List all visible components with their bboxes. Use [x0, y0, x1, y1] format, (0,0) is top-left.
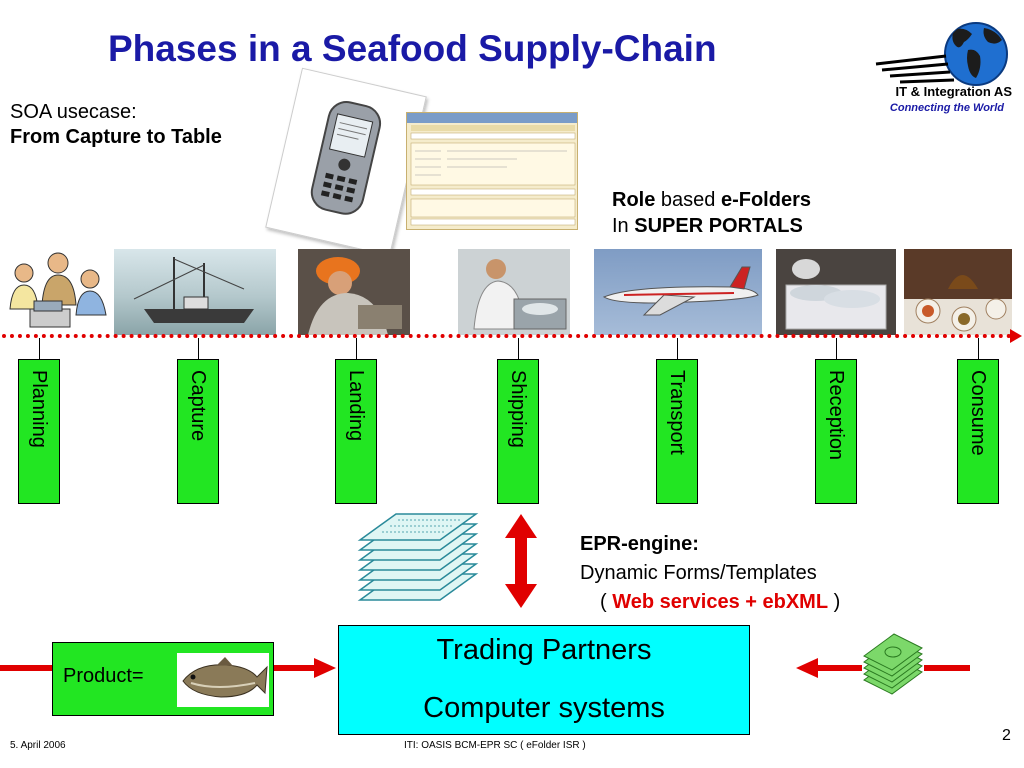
fish-crate-icon: [785, 259, 887, 330]
phase-planning: Planning: [18, 359, 60, 504]
epr-heading: EPR-engine:: [580, 533, 699, 555]
consume-photo: [904, 249, 1012, 335]
phase-connector: [677, 338, 678, 360]
phase-connector: [39, 338, 40, 360]
efolder-form-screenshot: [406, 112, 578, 230]
efolders-word: e-Folders: [720, 189, 811, 211]
company-name: IT & Integration AS: [895, 84, 1012, 99]
paren-open: (: [600, 591, 613, 613]
soa-usecase-title: From Capture to Table: [10, 126, 222, 148]
phase-label: Reception: [825, 370, 847, 461]
phase-capture: Capture: [177, 359, 219, 504]
worker-icon: [308, 257, 402, 335]
landing-photo: [298, 249, 410, 335]
phase-label: Landing: [345, 370, 367, 442]
phase-connector: [836, 338, 837, 360]
capture-photo: [114, 249, 276, 335]
fish-image: [177, 653, 269, 707]
footer-date: 5. April 2006: [10, 740, 66, 751]
supply-chain-timeline: [2, 334, 1012, 338]
dinner-table-icon: [904, 275, 1012, 335]
super-portals-word: SUPER PORTALS: [634, 215, 803, 237]
cod-fish-icon: [182, 657, 268, 698]
phase-label: Capture: [187, 370, 209, 442]
phase-connector: [198, 338, 199, 360]
product-arrow-icon: [274, 658, 336, 678]
planning-photo: [2, 249, 112, 335]
document-stack-icon: [352, 512, 482, 616]
soa-usecase-text: SOA usecase: From Capture to Table: [10, 100, 222, 150]
phase-connector: [978, 338, 979, 360]
phase-label: Consume: [967, 370, 989, 456]
product-box: Product=: [52, 642, 274, 716]
product-label: Product=: [63, 665, 144, 687]
phase-connector: [518, 338, 519, 360]
role-word: Role: [612, 189, 656, 211]
phase-label: Transport: [666, 370, 688, 455]
based-word: based: [655, 189, 721, 211]
timeline-arrowhead-icon: [1010, 329, 1022, 343]
trading-partners-box: Trading Partners Computer systems: [338, 625, 750, 735]
money-stack-icon: [863, 633, 923, 695]
page-number: 2: [1002, 727, 1011, 744]
planning-people-icon: [9, 252, 107, 328]
company-tagline: Connecting the World: [889, 102, 1004, 114]
phase-shipping: Shipping: [497, 359, 539, 504]
web-services-text: Web services + ebXML: [612, 591, 829, 613]
airplane-icon: [602, 266, 759, 316]
computer-systems-label: Computer systems: [423, 692, 665, 724]
epr-description: Dynamic Forms/Templates: [580, 562, 817, 584]
footer-caption: ITI: OASIS BCM-EPR SC ( eFolder ISR ): [404, 740, 586, 751]
mobile-phone-image: [265, 67, 427, 257]
fish-processing-icon: [473, 259, 567, 330]
payment-arrow-icon: [796, 658, 862, 678]
in-word: In: [612, 215, 635, 237]
product-inflow-line: [0, 665, 54, 671]
payment-inflow-line: [924, 665, 970, 671]
phase-label: Planning: [28, 370, 50, 448]
slide-title: Phases in a Seafood Supply-Chain: [108, 28, 717, 69]
soa-usecase-label: SOA usecase:: [10, 101, 137, 123]
reception-photo: [776, 249, 896, 335]
company-logo: IT & Integration AS Connecting the World: [872, 20, 1012, 120]
shipping-photo: [458, 249, 570, 335]
bidirectional-arrow-icon: [505, 514, 537, 608]
fishing-boat-icon: [133, 257, 254, 323]
trading-partners-label: Trading Partners: [436, 634, 652, 666]
forms-stack-icon: [357, 513, 479, 601]
phase-label: Shipping: [507, 370, 529, 448]
globe-icon: [875, 22, 1008, 86]
phase-transport: Transport: [656, 359, 698, 504]
epr-engine-text: EPR-engine: Dynamic Forms/Templates ( We…: [580, 530, 840, 617]
mobile-phone-icon: [310, 101, 382, 215]
phase-consume: Consume: [957, 359, 999, 504]
paren-close: ): [828, 591, 841, 613]
phase-reception: Reception: [815, 359, 857, 504]
role-efolders-text: Role based e-Folders In SUPER PORTALS: [612, 187, 811, 239]
phase-connector: [356, 338, 357, 360]
phase-landing: Landing: [335, 359, 377, 504]
transport-photo: [594, 249, 762, 335]
form-screenshot-graphic: [407, 113, 577, 226]
